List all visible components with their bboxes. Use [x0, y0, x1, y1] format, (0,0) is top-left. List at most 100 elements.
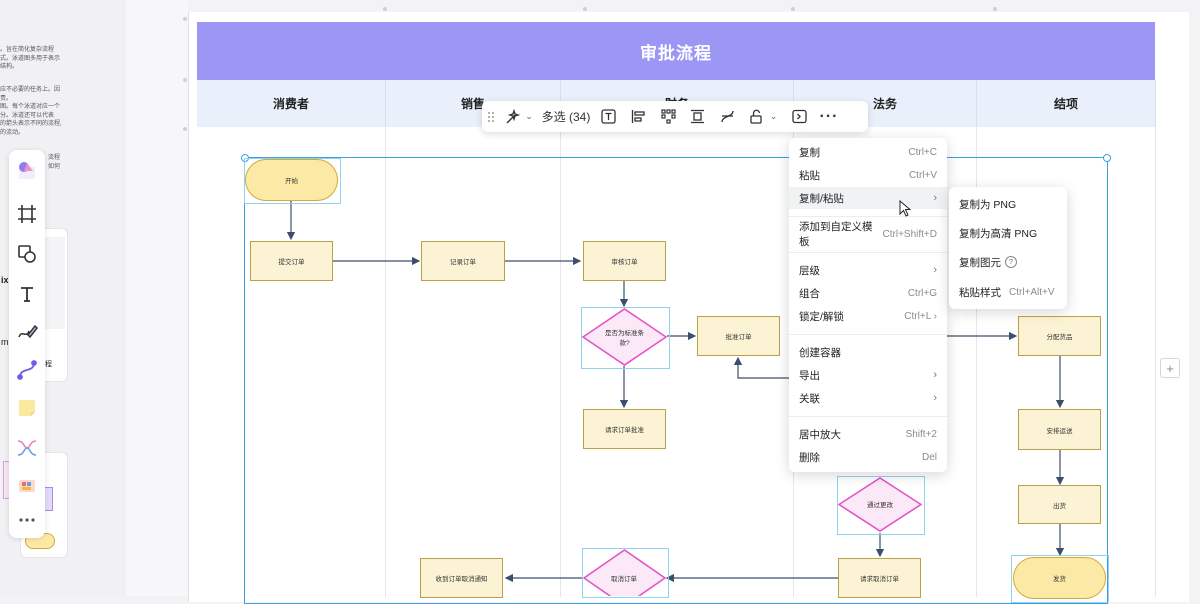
menu-item-add-to-template[interactable]: 添加到自定义模板 Ctrl+Shift+D — [789, 221, 947, 248]
doc-paragraph-1: 。旨在简化复杂流程 式。泳道图多用于表示 结构。 — [0, 47, 61, 71]
more-options-button[interactable]: ··· — [814, 101, 844, 132]
shape-library-icon[interactable] — [13, 156, 41, 184]
menu-item-copy[interactable]: 复制 Ctrl+C — [789, 141, 947, 163]
resize-handle[interactable] — [1103, 154, 1111, 162]
canvas-handle — [183, 127, 187, 131]
chevron-right-icon: › — [933, 392, 937, 404]
node-arrange-shipping[interactable]: 安排运送 — [1018, 409, 1101, 450]
node-review-order[interactable]: 审核订单 — [583, 241, 666, 281]
node-receive-cancel-notice[interactable]: 收到订单取消通知 — [420, 558, 503, 598]
node-start[interactable]: 开始 — [245, 159, 338, 201]
menu-item-export[interactable]: 导出 › — [789, 364, 947, 386]
node-standard-terms: 是否为标准条 款? — [605, 330, 644, 347]
menu-item-label: 删除 — [799, 451, 820, 464]
menu-item-paste[interactable]: 粘贴 Ctrl+V — [789, 164, 947, 186]
drag-handle-icon[interactable] — [482, 101, 500, 132]
node-record-order[interactable]: 记录订单 — [421, 241, 505, 281]
menu-item-label: 关联 — [799, 392, 820, 405]
chevron-right-icon: › — [933, 192, 937, 204]
distribute-button[interactable] — [654, 101, 682, 132]
menu-item-label: 粘贴 — [799, 169, 820, 182]
submenu-item-copy-png[interactable]: 复制为 PNG — [949, 193, 1067, 215]
more-icon: ··· — [819, 107, 839, 125]
menu-item-copy-paste[interactable]: 复制/粘贴 › — [789, 187, 947, 209]
sticky-note-icon[interactable] — [13, 394, 41, 422]
menu-item-label: 复制/粘贴 — [799, 192, 844, 205]
menu-item-label: 组合 — [799, 287, 820, 300]
text-tool-icon[interactable] — [13, 280, 41, 308]
node-allocate-goods[interactable]: 分配货品 — [1018, 316, 1101, 356]
menu-item-lock[interactable]: 锁定/解锁 Ctrl+L › — [789, 305, 947, 327]
toolbox — [9, 150, 45, 538]
node-pass-change-shape[interactable] — [838, 477, 922, 532]
text-box-icon — [600, 109, 616, 124]
menu-item-label: 层级 — [799, 264, 820, 277]
node-pass-change: 通过更改 — [867, 502, 893, 509]
canvas-margin — [126, 0, 188, 596]
menu-divider — [789, 334, 947, 335]
menu-item-layer[interactable]: 层级 › — [789, 259, 947, 281]
selection-outline — [244, 158, 341, 204]
node-standard-terms-shape[interactable] — [582, 308, 667, 366]
menu-divider — [789, 252, 947, 253]
menu-item-label: 粘贴样式 — [959, 286, 1001, 299]
lane-divider — [976, 127, 977, 597]
menu-item-center-zoom[interactable]: 居中放大 Shift+2 — [789, 423, 947, 445]
submenu-item-copy-hd-png[interactable]: 复制为高清 PNG — [949, 222, 1067, 244]
submenu-item-paste-style[interactable]: 粘贴样式 Ctrl+Alt+V — [949, 281, 1067, 303]
node-cancel-order-shape[interactable] — [583, 549, 666, 596]
canvas-handle — [183, 17, 187, 21]
lane-header-consumer[interactable]: 消费者 — [197, 80, 386, 127]
node-request-cancel[interactable]: 请求取消订单 — [838, 558, 921, 598]
multi-select-count[interactable]: 多选 (34) — [541, 110, 591, 124]
shape-tool-icon[interactable] — [13, 240, 41, 268]
menu-divider — [789, 216, 947, 217]
menu-item-shortcut: Ctrl+Alt+V — [1009, 286, 1055, 298]
pen-tool-icon[interactable] — [13, 318, 41, 346]
copy-paste-submenu: 复制为 PNG 复制为高清 PNG 复制图元 ? 粘贴样式 Ctrl+Alt+V — [949, 187, 1067, 309]
lane-divider — [560, 127, 561, 597]
template-icon[interactable] — [13, 472, 41, 500]
submenu-item-copy-element[interactable]: 复制图元 ? — [949, 251, 1067, 273]
text-style-button[interactable] — [594, 101, 622, 132]
connector-icon — [720, 110, 734, 123]
align-button[interactable] — [622, 101, 654, 132]
menu-item-link[interactable]: 关联 › — [789, 387, 947, 409]
chevron-down-icon: ⌄ — [525, 111, 533, 121]
node-approve-order[interactable]: 批准订单 — [697, 316, 780, 356]
node-request-approval[interactable]: 请求订单批准 — [583, 409, 666, 449]
menu-item-label: 复制图元 — [959, 256, 1001, 269]
connector-style-button[interactable] — [712, 101, 742, 132]
node-submit-order[interactable]: 提交订单 — [250, 241, 333, 281]
node-ship-out[interactable]: 出货 — [1018, 485, 1101, 524]
frame-icon[interactable] — [13, 200, 41, 228]
card-label: 程 — [45, 361, 52, 368]
doc-paragraph-2: 应不必要的任务上。因 责。 图。每个泳道对应一个 分。泳道还可以代表 的箭头表示… — [0, 87, 62, 136]
ai-magic-button[interactable]: ⌄ — [500, 101, 538, 132]
lane-header-closing[interactable]: 结项 — [977, 80, 1156, 127]
canvas-handle — [791, 7, 795, 11]
menu-item-group[interactable]: 组合 Ctrl+G — [789, 282, 947, 304]
connector-tool-icon[interactable] — [13, 356, 41, 384]
mindmap-icon[interactable] — [13, 434, 41, 462]
magic-wand-icon — [506, 108, 521, 123]
menu-item-create-container[interactable]: 创建容器 — [789, 341, 947, 363]
menu-item-delete[interactable]: 删除 Del — [789, 446, 947, 468]
help-icon[interactable]: ? — [1005, 256, 1017, 268]
canvas-handle — [583, 7, 587, 11]
swimlane-title[interactable]: 审批流程 — [197, 22, 1155, 80]
more-tools-icon[interactable] — [13, 506, 41, 534]
add-lane-button[interactable]: + — [1160, 358, 1180, 378]
menu-item-label: 居中放大 — [799, 428, 841, 441]
embed-button[interactable] — [784, 101, 814, 132]
menu-item-label: 创建容器 — [799, 346, 841, 359]
lock-button[interactable]: ⌄ — [742, 101, 784, 132]
menu-item-shortcut: Shift+2 — [905, 428, 937, 440]
node-deliver[interactable]: 发货 — [1013, 557, 1106, 599]
spacing-button[interactable] — [682, 101, 712, 132]
context-menu: 复制 Ctrl+C 粘贴 Ctrl+V 复制/粘贴 › 添加到自定义模板 Ctr… — [789, 138, 947, 472]
align-left-icon — [631, 110, 645, 123]
menu-item-shortcut: Ctrl+V — [908, 169, 937, 181]
vertical-spacing-icon — [690, 109, 704, 124]
menu-item-shortcut: Del — [921, 451, 937, 463]
